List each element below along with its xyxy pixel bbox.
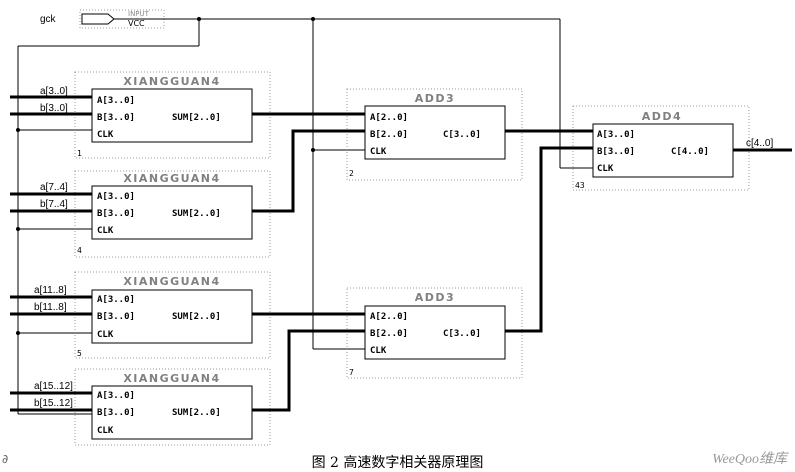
output-label: c[4..0]	[746, 138, 773, 149]
port-clk: CLK	[97, 330, 114, 340]
input-a-label: a[3..0]	[40, 86, 68, 97]
block-title: ADD3	[415, 92, 455, 105]
port-b: B[2..0]	[370, 329, 408, 339]
xiangguan4-block-2: XIANGGUAN4 A[3..0] B[3..0] CLK SUM[2..0]…	[10, 170, 271, 258]
port-clk: CLK	[370, 346, 387, 356]
block-title: ADD4	[642, 110, 682, 123]
port-b: B[3..0]	[97, 312, 135, 322]
bus-routing	[252, 112, 593, 412]
port-clk: CLK	[97, 426, 114, 436]
instance-number: 43	[575, 181, 585, 190]
add3-block-1: ADD3 A[2..0] B[2..0] CLK C[3..0] 2	[346, 88, 523, 181]
port-a: A[2..0]	[370, 312, 408, 322]
port-sum: SUM[2..0]	[172, 312, 221, 322]
block-title: ADD3	[415, 291, 455, 304]
input-a-label: a[7..4]	[40, 182, 68, 193]
block-title: XIANGGUAN4	[123, 75, 220, 88]
input-type-label: INPUT	[128, 10, 150, 18]
vcc-label: VCC	[128, 19, 145, 28]
input-b-label: b[7..4]	[40, 199, 68, 210]
port-sum: SUM[2..0]	[172, 408, 221, 418]
input-a-label: a[15..12]	[34, 381, 73, 392]
port-sum: SUM[2..0]	[172, 209, 221, 219]
watermark: WeeQoo维库	[712, 452, 787, 467]
instance-number: 2	[349, 169, 354, 178]
port-clk: CLK	[97, 130, 114, 140]
input-b-label: b[15..12]	[34, 398, 73, 409]
add4-block: ADD4 A[3..0] B[3..0] CLK C[4..0] 43 c[4.…	[572, 105, 792, 191]
port-a: A[3..0]	[97, 391, 135, 401]
port-b: B[3..0]	[597, 147, 635, 157]
port-sum: SUM[2..0]	[172, 113, 221, 123]
block-title: XIANGGUAN4	[123, 372, 220, 385]
port-a: A[3..0]	[597, 130, 635, 140]
port-b: B[3..0]	[97, 408, 135, 418]
port-a: A[3..0]	[97, 192, 135, 202]
input-a-label: a[11..8]	[34, 285, 67, 296]
xiangguan4-block-1: XIANGGUAN4 A[3..0] B[3..0] CLK SUM[2..0]…	[10, 71, 271, 159]
instance-number: 4	[77, 246, 82, 255]
clock-network	[16, 17, 593, 429]
port-b: B[2..0]	[370, 130, 408, 140]
block-title: XIANGGUAN4	[123, 275, 220, 288]
port-a: A[2..0]	[370, 113, 408, 123]
port-c: C[3..0]	[443, 329, 481, 339]
port-clk: CLK	[597, 164, 614, 174]
block-title: XIANGGUAN4	[123, 172, 220, 185]
instance-number: 7	[349, 368, 354, 377]
input-b-label: b[3..0]	[40, 103, 68, 114]
instance-number: 1	[77, 149, 82, 158]
instance-number: 5	[77, 349, 82, 358]
xiangguan4-block-3: XIANGGUAN4 A[3..0] B[3..0] CLK SUM[2..0]…	[10, 271, 271, 359]
port-a: A[3..0]	[97, 295, 135, 305]
port-b: B[3..0]	[97, 209, 135, 219]
add3-block-2: ADD3 A[2..0] B[2..0] CLK C[3..0] 7	[346, 287, 523, 379]
input-b-label: b[11..8]	[34, 302, 67, 313]
port-b: B[3..0]	[97, 113, 135, 123]
corner-logo: ∂	[2, 452, 9, 466]
port-a: A[3..0]	[97, 96, 135, 106]
port-c: C[3..0]	[443, 130, 481, 140]
xiangguan4-block-4: XIANGGUAN4 A[3..0] B[3..0] CLK SUM[2..0]…	[10, 368, 271, 446]
gck-label: gck	[40, 14, 57, 25]
port-clk: CLK	[370, 147, 387, 157]
port-clk: CLK	[97, 226, 114, 236]
figure-caption: 图 2 高速数字相关器原理图	[311, 455, 484, 471]
input-pin-shape	[81, 13, 115, 25]
port-c: C[4..0]	[671, 147, 709, 157]
